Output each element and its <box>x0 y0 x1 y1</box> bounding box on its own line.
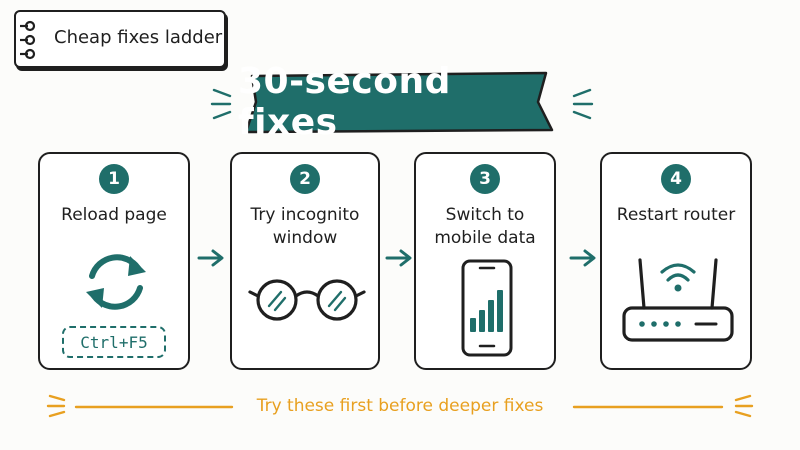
shortcut-hint: Ctrl+F5 <box>62 326 166 358</box>
step-card-4: 4 Restart router <box>600 152 752 370</box>
step-number-badge: 3 <box>470 164 500 194</box>
step-label: Try incognito window <box>250 205 360 248</box>
arrow-right-icon <box>197 249 224 267</box>
router-icon <box>622 258 734 342</box>
arrow-right-icon <box>385 249 412 267</box>
emphasis-marks-left-icon <box>210 88 232 120</box>
step-label: Reload page <box>61 205 167 225</box>
step-number-badge: 4 <box>661 164 691 194</box>
spiral-binding-icon <box>20 20 36 60</box>
emphasis-marks-footer-left-icon <box>46 394 66 418</box>
step-label: Restart router <box>616 205 736 225</box>
step-label: Switch to mobile data <box>434 205 536 248</box>
step-card-1: 1 Reload page Ctrl+F5 <box>38 152 190 370</box>
step-number-badge: 2 <box>290 164 320 194</box>
ribbon-shape <box>244 71 554 134</box>
footer-rule-left <box>74 405 234 409</box>
emphasis-marks-footer-right-icon <box>734 394 754 418</box>
refresh-icon <box>86 254 146 310</box>
phone-signal-icon <box>461 259 513 357</box>
page-title: 30-second fixes <box>238 61 451 143</box>
footer-rule-right <box>572 405 724 409</box>
emphasis-marks-right-icon <box>572 88 594 120</box>
step-number-badge: 1 <box>99 164 129 194</box>
arrow-right-icon <box>569 249 596 267</box>
step-card-2: 2 Try incognito window <box>230 152 380 370</box>
step-card-3: 3 Switch to mobile data <box>414 152 556 370</box>
notebook-tag: Cheap fixes ladder <box>14 10 226 68</box>
tag-label: Cheap fixes ladder <box>54 27 223 48</box>
title-banner: 30-second fixes <box>238 61 560 143</box>
footer-caption: Try these first before deeper fixes <box>256 396 544 416</box>
glasses-icon <box>248 279 366 321</box>
